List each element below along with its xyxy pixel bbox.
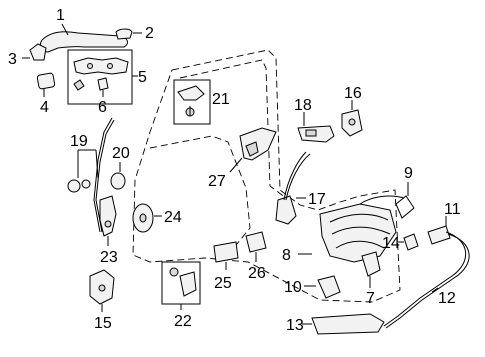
part-latch-bracket xyxy=(297,112,335,143)
callout-10: 10 xyxy=(284,279,302,296)
door-outline xyxy=(132,49,401,303)
callout-24: 24 xyxy=(164,209,182,226)
callout-25: 25 xyxy=(214,275,232,292)
callout-23: 23 xyxy=(100,249,118,266)
part-cable-guide xyxy=(275,151,311,225)
callout-26: 26 xyxy=(248,265,266,282)
part-grommet xyxy=(110,162,126,190)
part-handle-pad xyxy=(22,43,47,61)
part-pad xyxy=(213,241,239,270)
callout-6: 6 xyxy=(98,99,107,116)
callout-2: 2 xyxy=(145,25,154,42)
part-clip xyxy=(398,233,419,251)
part-striker xyxy=(341,100,363,137)
callout-14: 14 xyxy=(382,235,400,252)
part-oval-bracket xyxy=(132,203,162,233)
part-link xyxy=(427,216,451,245)
part-lock-assembly xyxy=(298,182,415,263)
part-small-clip xyxy=(245,231,267,262)
callout-1: 1 xyxy=(56,7,65,24)
callout-7: 7 xyxy=(366,290,375,307)
callout-16: 16 xyxy=(344,85,362,102)
part-handle-cap xyxy=(115,28,142,40)
callout-18: 18 xyxy=(294,97,312,114)
callout-13: 13 xyxy=(286,317,304,334)
part-outside-handle xyxy=(39,23,128,53)
callout-9: 9 xyxy=(404,165,413,182)
part-actuator xyxy=(361,251,381,288)
callout-22: 22 xyxy=(174,313,192,330)
part-bezel xyxy=(89,269,115,312)
part-bolt-box xyxy=(173,79,211,125)
part-handle-cover xyxy=(36,72,56,97)
callout-21: 21 xyxy=(212,91,230,108)
callout-labels: 1 2 3 4 5 6 7 8 9 10 11 12 13 14 15 16 1… xyxy=(8,7,461,334)
callout-5: 5 xyxy=(138,69,147,86)
callout-3: 3 xyxy=(8,51,17,68)
part-control-cable xyxy=(383,231,470,329)
callout-11: 11 xyxy=(444,201,461,218)
callout-12: 12 xyxy=(438,290,456,307)
callout-8: 8 xyxy=(282,247,291,264)
part-fastener-box xyxy=(161,261,201,310)
part-inside-handle xyxy=(99,195,117,246)
part-rod xyxy=(67,117,115,233)
callout-27: 27 xyxy=(208,173,226,190)
callout-20: 20 xyxy=(112,145,130,162)
part-lock-lever xyxy=(304,275,341,299)
part-handle-frame-box xyxy=(67,49,138,105)
callout-17: 17 xyxy=(308,191,326,208)
part-hinge-bracket xyxy=(229,127,277,173)
part-cover-strip xyxy=(302,313,385,335)
callout-19: 19 xyxy=(70,133,88,150)
callout-15: 15 xyxy=(94,315,112,332)
callout-4: 4 xyxy=(40,99,49,116)
